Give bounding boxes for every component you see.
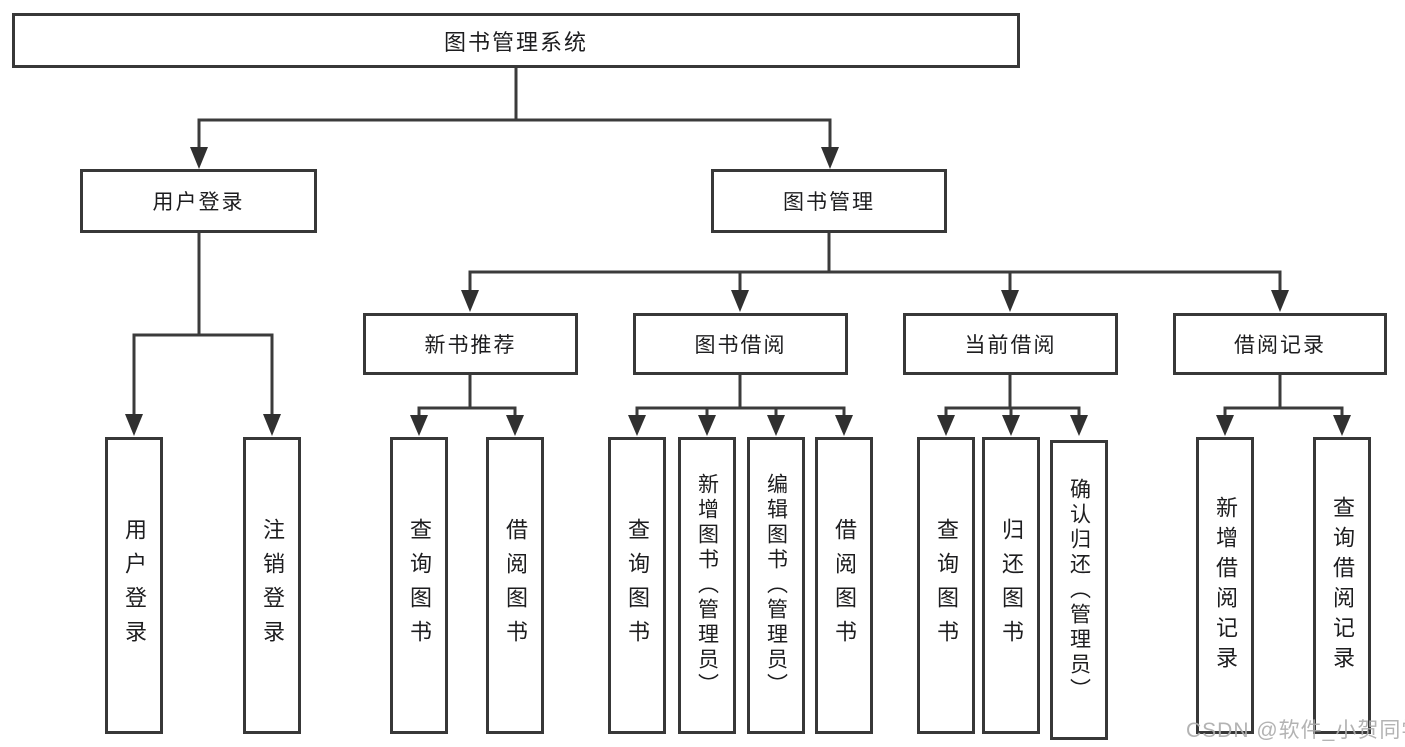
node-root-system: 图书管理系统 bbox=[12, 13, 1020, 68]
leaf-borrow-books-borrow: 借阅图书 bbox=[815, 437, 873, 734]
connector-new-book-branch bbox=[410, 375, 524, 436]
node-root-label: 图书管理系统 bbox=[443, 29, 588, 55]
leaf-logout: 注销登录 bbox=[243, 437, 301, 734]
node-user-login-label: 用户登录 bbox=[152, 191, 245, 214]
connector-root-to-level2 bbox=[190, 68, 839, 169]
leaf-borrow-books-newbook: 借阅图书 bbox=[486, 437, 544, 734]
leaf-query-books-current-label: 查询图书 bbox=[934, 517, 959, 654]
leaf-edit-book-admin: 编辑图书（管理员） bbox=[747, 437, 805, 734]
node-book-management-label: 图书管理 bbox=[783, 191, 875, 214]
leaf-query-books-borrow: 查询图书 bbox=[608, 437, 666, 734]
leaf-logout-label: 注销登录 bbox=[260, 517, 285, 654]
leaf-user-login-label: 用户登录 bbox=[122, 517, 147, 654]
node-new-book-recommend: 新书推荐 bbox=[363, 313, 578, 375]
node-new-book-recommend-label: 新书推荐 bbox=[424, 334, 517, 357]
node-borrow-records: 借阅记录 bbox=[1173, 313, 1387, 375]
node-current-borrow: 当前借阅 bbox=[903, 313, 1118, 375]
leaf-query-books-current: 查询图书 bbox=[917, 437, 975, 734]
node-book-management: 图书管理 bbox=[711, 169, 947, 233]
csdn-watermark: CSDN @软件_小贺同学 bbox=[1186, 719, 1405, 742]
leaf-user-login: 用户登录 bbox=[105, 437, 163, 734]
leaf-borrow-books-borrow-label: 借阅图书 bbox=[832, 517, 857, 654]
connector-user-login-branch bbox=[125, 233, 281, 436]
leaf-query-books-borrow-label: 查询图书 bbox=[625, 517, 650, 654]
leaf-edit-book-admin-label: 编辑图书（管理员） bbox=[764, 473, 788, 698]
leaf-add-book-admin: 新增图书（管理员） bbox=[678, 437, 736, 734]
node-book-borrow: 图书借阅 bbox=[633, 313, 848, 375]
leaf-confirm-return-admin: 确认归还（管理员） bbox=[1050, 440, 1108, 740]
connector-current-borrow-branch bbox=[937, 375, 1088, 436]
leaf-query-borrow-record-label: 查询借阅记录 bbox=[1330, 495, 1355, 676]
node-borrow-records-label: 借阅记录 bbox=[1234, 334, 1326, 357]
connector-book-borrow-branch bbox=[628, 375, 853, 436]
node-current-borrow-label: 当前借阅 bbox=[964, 334, 1057, 357]
connector-book-management-branch bbox=[461, 233, 1289, 312]
leaf-return-book-label: 归还图书 bbox=[999, 517, 1024, 654]
leaf-add-borrow-record: 新增借阅记录 bbox=[1196, 437, 1254, 734]
leaf-return-book: 归还图书 bbox=[982, 437, 1040, 734]
leaf-confirm-return-admin-label: 确认归还（管理员） bbox=[1067, 477, 1091, 703]
node-book-borrow-label: 图书借阅 bbox=[694, 334, 787, 357]
leaf-borrow-books-newbook-label: 借阅图书 bbox=[503, 517, 528, 654]
leaf-query-books-newbook-label: 查询图书 bbox=[407, 517, 432, 654]
connector-borrow-record-branch bbox=[1216, 375, 1351, 436]
leaf-query-books-newbook: 查询图书 bbox=[390, 437, 448, 734]
leaf-query-borrow-record: 查询借阅记录 bbox=[1313, 437, 1371, 734]
leaf-add-book-admin-label: 新增图书（管理员） bbox=[695, 473, 719, 698]
node-user-login: 用户登录 bbox=[80, 169, 317, 233]
leaf-add-borrow-record-label: 新增借阅记录 bbox=[1213, 495, 1238, 676]
